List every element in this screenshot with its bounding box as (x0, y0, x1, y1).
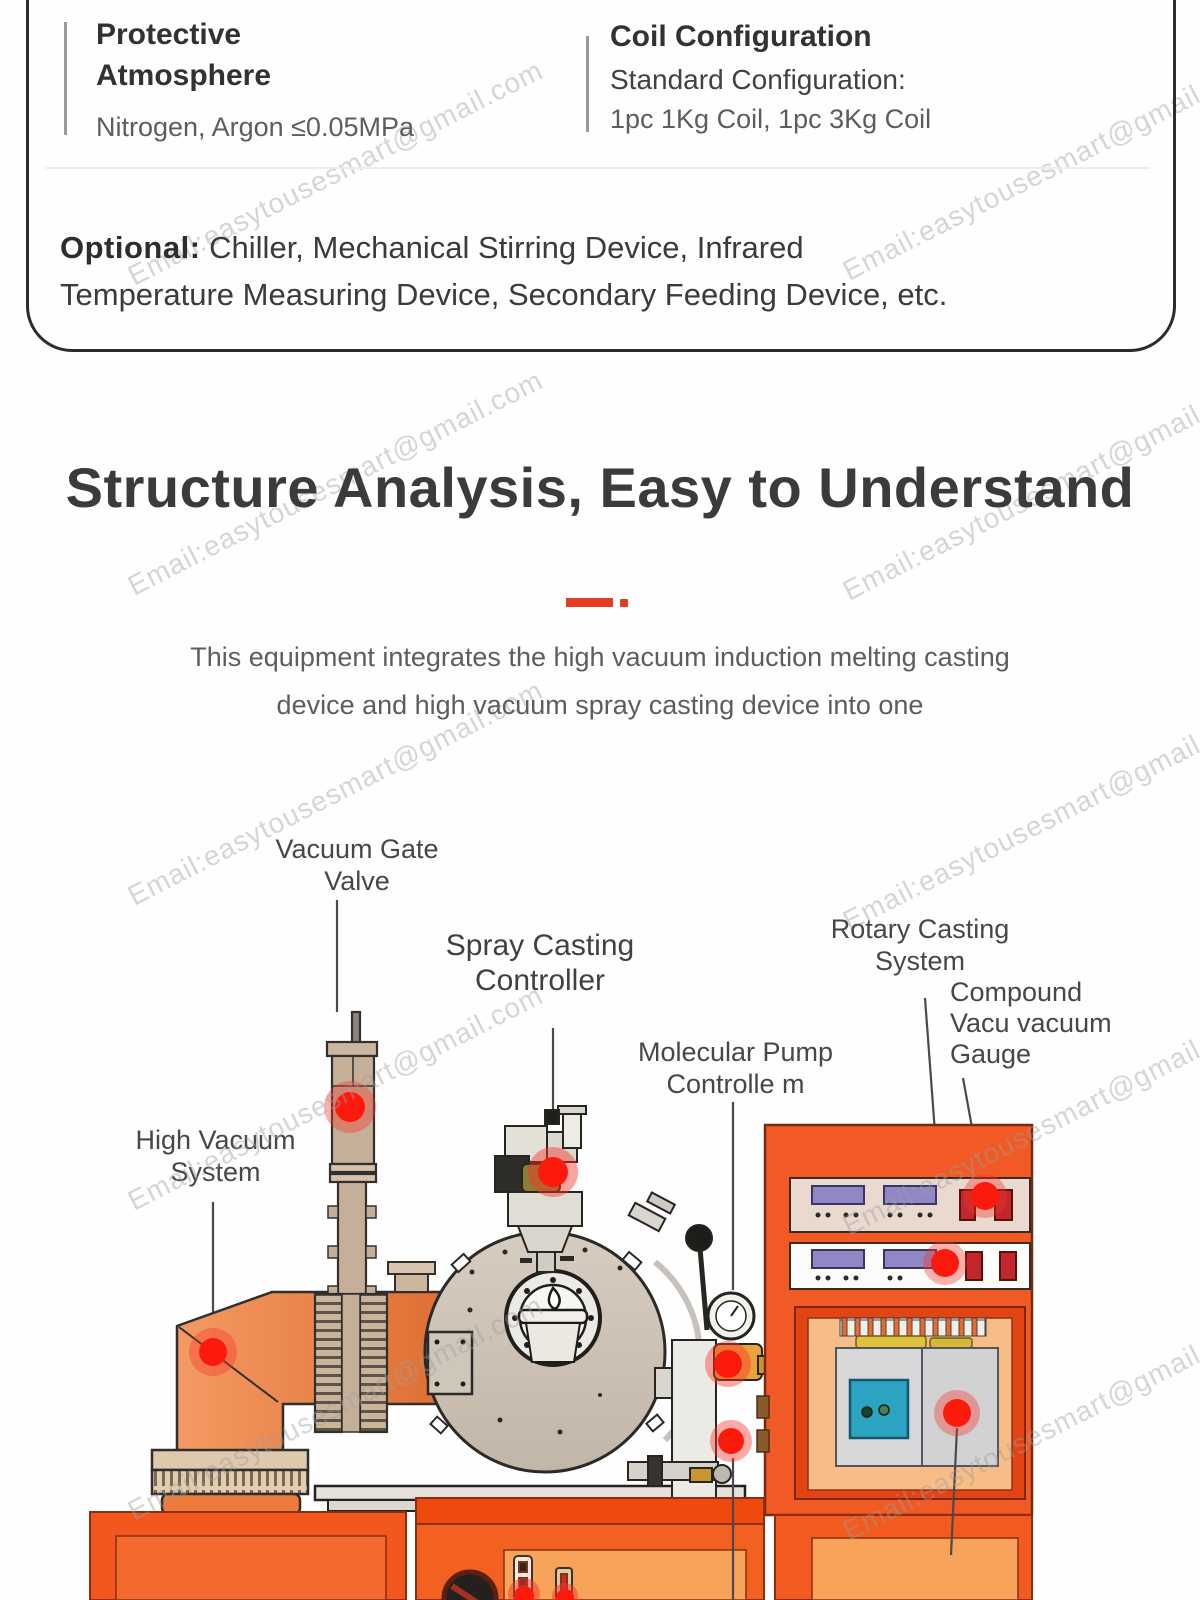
label-compound-vacuum-gauge: Compound Vacu vacuum Gauge (950, 977, 1112, 1069)
label-molecular-pump-controller: Molecular Pump Controlle m (637, 1037, 834, 1099)
coil-configuration-value: 1pc 1Kg Coil, 1pc 3Kg Coil (610, 104, 932, 134)
hotspot-gate-valve (324, 1081, 376, 1133)
optional-text: Optional: Chiller, Mechanical Stirring D… (60, 224, 1144, 318)
flame-icon (547, 1285, 561, 1310)
base-cabinets (89, 1497, 1033, 1600)
vacuum-gate-valve-assembly (313, 1010, 389, 1434)
pipe-stub-flange (387, 1261, 436, 1293)
protective-title-line1: Protective (96, 18, 242, 51)
protective-atmosphere-value: Nitrogen, Argon ≤0.05MPa (96, 112, 415, 142)
hotspot-high-vacuum (189, 1328, 237, 1376)
equipment-diagram (89, 900, 1034, 1600)
spec-box (26, 0, 1176, 352)
section-title: Structure Analysis, Easy to Understand (65, 456, 1135, 519)
spec-divider (46, 167, 1150, 169)
protective-atmosphere-title: Protective Atmosphere (96, 14, 271, 96)
hotspot-pump-bottom (710, 1420, 752, 1462)
hotspot-handle-1 (508, 1578, 540, 1600)
coil-configuration-subtitle: Standard Configuration: (610, 64, 906, 95)
leader-lines-bottom (731, 1427, 959, 1600)
hotspot-rotary-casting (923, 1241, 967, 1285)
instrument-panel-2 (789, 1242, 1031, 1290)
accent-line (586, 36, 589, 132)
spray-casting-assembly (494, 1105, 587, 1273)
optional-line1: Chiller, Mechanical Stirring Device, Inf… (200, 230, 804, 265)
protective-title-line2: Atmosphere (96, 59, 272, 92)
optional-label: Optional: (60, 230, 201, 265)
hotspot-dots (189, 1081, 1007, 1600)
vacuum-chamber (313, 1230, 747, 1512)
label-vacuum-gate-valve: Vacuum Gate Valve (275, 834, 439, 896)
optional-line2: Temperature Measuring Device, Secondary … (60, 277, 948, 312)
hotspot-compound-gauge (963, 1174, 1007, 1218)
instrument-panel-1 (789, 1177, 1031, 1233)
section-description-line1: This equipment integrates the high vacuu… (190, 642, 1010, 672)
label-spray-casting-controller: Spray Casting Controller (445, 929, 635, 997)
hotspot-handle-2 (552, 1583, 578, 1600)
coil-configuration-title: Coil Configuration (610, 20, 872, 53)
label-high-vacuum-system: High Vacuum System (135, 1125, 296, 1187)
hotspot-pump-valve (705, 1341, 751, 1387)
hotspot-cabinet-lower (934, 1390, 980, 1436)
accent-line (64, 22, 67, 135)
high-vacuum-elbow (150, 1290, 464, 1516)
label-rotary-casting-system: Rotary Casting System (830, 914, 1010, 976)
accent-dash (566, 598, 613, 607)
hotspot-spray-casting (528, 1147, 578, 1197)
cabinet-lower-bay (794, 1306, 1026, 1500)
chamber-side-port (627, 1191, 677, 1233)
section-description-line2: device and high vacuum spray casting dev… (276, 690, 924, 720)
accent-dash-dot (620, 599, 628, 607)
